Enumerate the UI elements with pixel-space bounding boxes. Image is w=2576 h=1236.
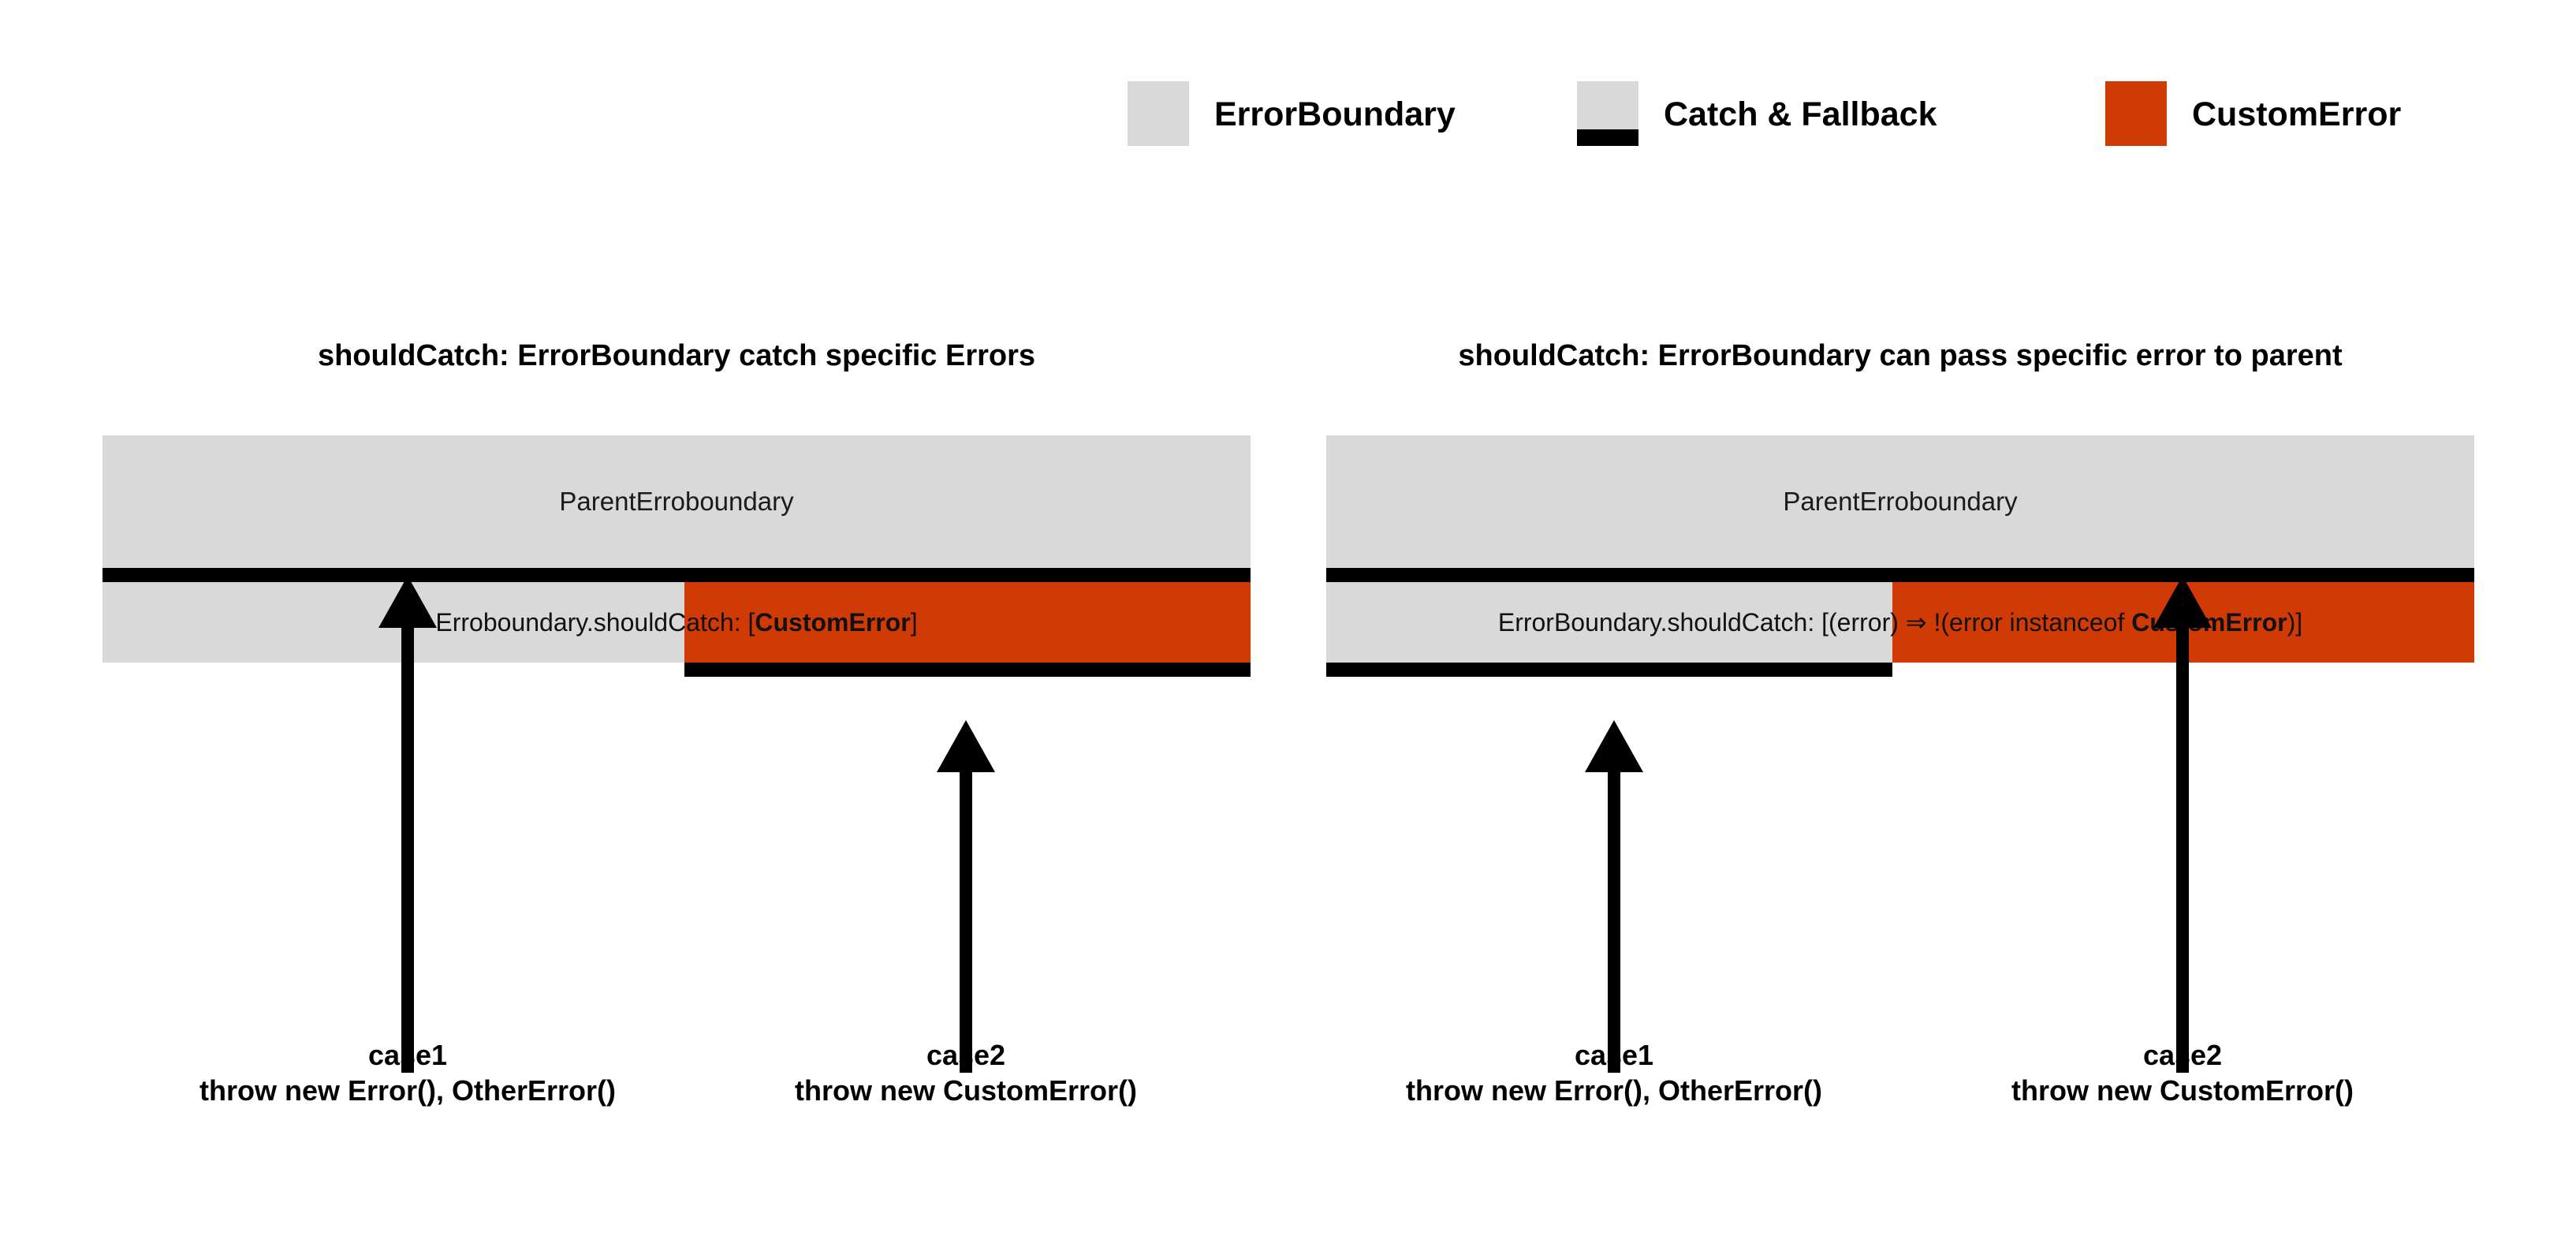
arrow-case1-shaft xyxy=(401,623,414,1073)
caption-case2: case2 throw new CustomError() xyxy=(2011,1037,2354,1109)
legend-swatch-customerror-icon xyxy=(2105,81,2167,146)
caption-case1-line1: case1 xyxy=(367,1039,448,1071)
legend-swatch-catch-bar-icon xyxy=(1577,129,1638,146)
legend-label-customerror: CustomError xyxy=(2192,95,2402,133)
arrow-case2-shaft xyxy=(960,767,972,1073)
child-shouldcatch-suffix: ] xyxy=(910,608,918,637)
catch-fallback-bar-top xyxy=(103,568,1251,582)
caption-case2-line1: case2 xyxy=(926,1039,1006,1071)
arrow-case1-head-icon xyxy=(378,576,437,628)
child-shouldcatch-suffix: )] xyxy=(2287,608,2303,637)
parent-errorboundary-block: ParentErroboundary xyxy=(1326,435,2474,568)
child-shouldcatch-prefix: Erroboundary.shouldCatch: [ xyxy=(435,608,755,637)
arrow-case1-shaft xyxy=(1608,767,1620,1073)
arrow-case2-head-icon xyxy=(2153,576,2212,628)
child-shouldcatch-label: Erroboundary.shouldCatch: [CustomError] xyxy=(103,582,1251,663)
catch-fallback-bar-bottom xyxy=(1326,663,1892,677)
child-shouldcatch-label: ErrorBoundary.shouldCatch: [(error) ⇒ !(… xyxy=(1326,582,2474,663)
caption-case1-line2: throw new Error(), OtherError() xyxy=(1405,1074,1823,1107)
caption-case1-line2: throw new Error(), OtherError() xyxy=(199,1074,617,1107)
legend-label-errorboundary: ErrorBoundary xyxy=(1214,95,1456,133)
child-customerror-region xyxy=(684,582,1251,663)
legend-label-catch-fallback: Catch & Fallback xyxy=(1664,95,1937,133)
legend: ErrorBoundary Catch & Fallback CustomErr… xyxy=(1128,75,2539,162)
parent-errorboundary-label: ParentErroboundary xyxy=(1783,487,2018,516)
arrow-case2-shaft xyxy=(2176,623,2189,1073)
child-shouldcatch-prefix: ErrorBoundary.shouldCatch: [(error) ⇒ !(… xyxy=(1497,608,2132,637)
arrow-case1-head-icon xyxy=(1585,720,1643,772)
panel-left-title: shouldCatch: ErrorBoundary catch specifi… xyxy=(317,339,1036,372)
caption-case2-line2: throw new CustomError() xyxy=(2011,1074,2354,1107)
legend-swatch-catch-fallback-icon xyxy=(1577,81,1638,146)
panel-right-title: shouldCatch: ErrorBoundary can pass spec… xyxy=(1458,339,2343,372)
caption-case1: case1 throw new Error(), OtherError() xyxy=(1406,1037,1822,1109)
child-errorboundary-row xyxy=(103,582,1251,663)
caption-case2-line1: case2 xyxy=(2142,1039,2223,1071)
panel-right-diagram: ParentErroboundary ErrorBoundary.shouldC… xyxy=(1326,435,2474,767)
catch-fallback-bar-top xyxy=(1326,568,2474,582)
caption-case1: case1 throw new Error(), OtherError() xyxy=(199,1037,616,1109)
catch-fallback-bar-bottom xyxy=(684,663,1251,677)
parent-errorboundary-block: ParentErroboundary xyxy=(103,435,1251,568)
child-shouldcatch-bold: CustomError xyxy=(755,608,911,637)
legend-swatch-errorboundary-icon xyxy=(1128,81,1189,146)
child-caught-region xyxy=(1326,582,1892,663)
parent-errorboundary-label: ParentErroboundary xyxy=(559,487,794,516)
caption-case2-line2: throw new CustomError() xyxy=(794,1074,1138,1107)
arrow-case2-head-icon xyxy=(937,720,995,772)
caption-case1-line1: case1 xyxy=(1574,1039,1654,1071)
caption-case2: case2 throw new CustomError() xyxy=(795,1037,1137,1109)
panel-left-diagram: ParentErroboundary Erroboundary.shouldCa… xyxy=(103,435,1251,767)
